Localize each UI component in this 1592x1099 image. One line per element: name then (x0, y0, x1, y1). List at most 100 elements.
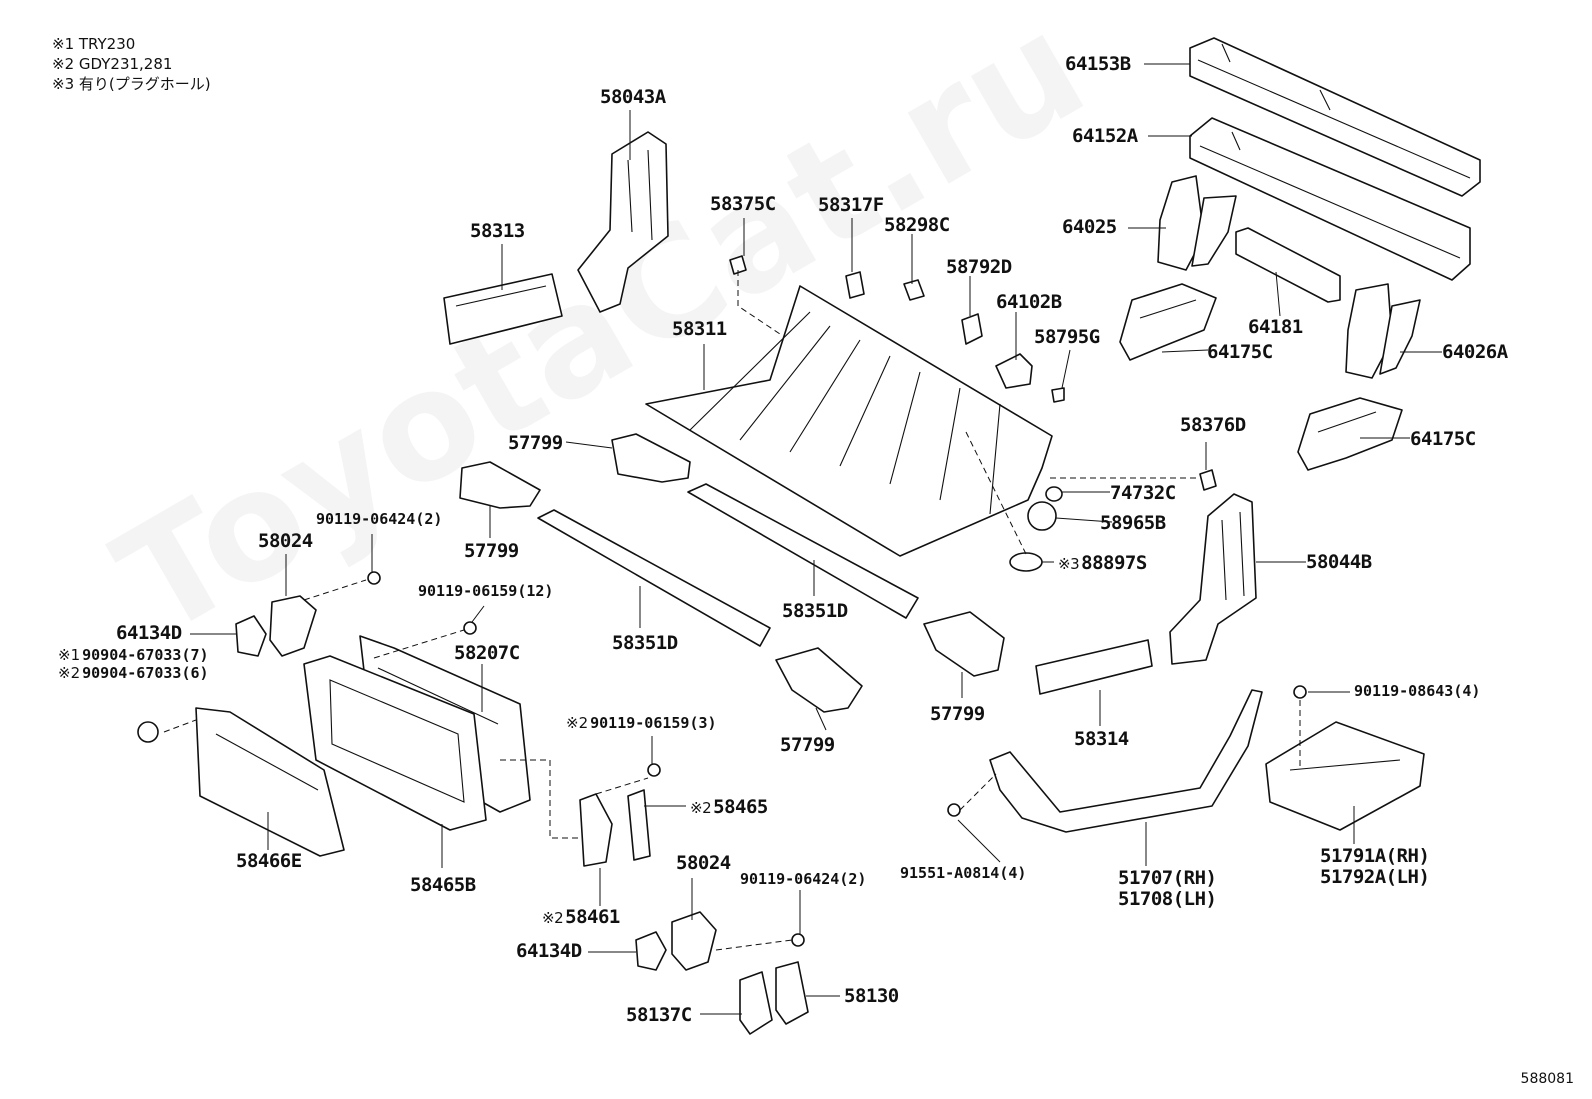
label-58965B: 58965B (1100, 512, 1166, 534)
leader-lines (190, 63, 1442, 1015)
label-64175C-upper: 64175C (1207, 341, 1273, 363)
label-90119-06159-12: 90119-06159(12) (418, 582, 554, 600)
label-58792D: 58792D (946, 256, 1012, 278)
label-58466E: 58466E (236, 850, 302, 872)
applicability-notes: ※1 TRY230 ※2 GDY231,281 ※3 有り(プラグホール) (52, 34, 211, 94)
part-51707-shape (989, 689, 1263, 833)
part-58965B-shape (1027, 501, 1057, 531)
label-74732C: 74732C (1110, 482, 1176, 504)
part-64134D-left-shape (235, 615, 267, 657)
part-58130-shape (775, 961, 809, 1025)
part-64181-shape (1235, 227, 1341, 303)
part-57799-d-shape (923, 611, 1005, 677)
bolt-90119-06159-12 (463, 621, 477, 635)
bolt-91551-A0814 (947, 803, 961, 817)
part-58465B-shape (303, 655, 487, 831)
label-58313: 58313 (470, 220, 525, 242)
label-58314: 58314 (1074, 728, 1129, 750)
label-51708: 51708(LH) (1118, 888, 1217, 910)
part-57799-c-shape (775, 647, 863, 713)
label-57799-c: 57799 (780, 734, 835, 756)
label-64134D-center: 64134D (516, 940, 582, 962)
label-57799-d: 57799 (930, 703, 985, 725)
note-3: ※3 有り(プラグホール) (52, 75, 211, 93)
bolt-90119-06424-left (367, 571, 381, 585)
figure-number: 588081 (1520, 1071, 1574, 1087)
part-64025-shape (1157, 175, 1237, 271)
label-64102B: 64102B (996, 291, 1062, 313)
label-90904-6-text: 90904-67033(6) (82, 664, 209, 682)
label-58044B: 58044B (1306, 551, 1372, 573)
part-58466E-shape (195, 707, 345, 857)
label-58375C: 58375C (710, 193, 776, 215)
label-58376D: 58376D (1180, 414, 1246, 436)
label-58465B: 58465B (410, 874, 476, 896)
part-58044B-shape (1169, 493, 1257, 665)
label-58795G: 58795G (1034, 326, 1100, 348)
label-58311: 58311 (672, 318, 727, 340)
label-64181: 64181 (1248, 316, 1303, 338)
mark-2d: ※2 (542, 909, 564, 927)
label-51707: 51707(RH) (1118, 867, 1217, 889)
part-74732C-shape (1045, 486, 1063, 502)
label-58024-center: 58024 (676, 852, 731, 874)
part-58351D-right-shape (687, 483, 919, 619)
dashed-relations (163, 270, 1301, 951)
label-91551-A0814: 91551-A0814(4) (900, 864, 1027, 882)
label-90119-08643: 90119-08643(4) (1354, 682, 1481, 700)
part-58137C-shape (739, 971, 773, 1035)
part-64026A-shape (1345, 283, 1421, 379)
bolt-90119-06424-right (791, 933, 805, 947)
part-64134D-center-shape (635, 931, 667, 971)
part-58465-shape (627, 789, 651, 861)
part-64175C-upper-shape (1119, 283, 1217, 361)
bolt-90119-06159-3 (647, 763, 661, 777)
label-64026A: 64026A (1442, 341, 1508, 363)
label-58130: 58130 (844, 985, 899, 1007)
note-1: ※1 TRY230 (52, 35, 136, 53)
part-58351D-left-shape (537, 509, 771, 647)
mark-3: ※3 (1058, 555, 1080, 573)
label-90119-06424-left: 90119-06424(2) (316, 510, 443, 528)
label-51707-51708: 51707(RH) 51708(LH) (1118, 867, 1217, 910)
label-88897S-text: 88897S (1081, 552, 1147, 574)
part-58043A-shape (577, 131, 669, 313)
label-58351D-right: 58351D (782, 600, 848, 622)
part-58298C-shape (903, 279, 925, 301)
label-58207C: 58207C (454, 642, 520, 664)
label-90119-06424-right: 90119-06424(2) (740, 870, 867, 888)
mark-2c: ※2 (690, 799, 712, 817)
part-58461-shape (579, 793, 613, 867)
part-64152A-shape (1189, 117, 1471, 281)
part-58024-center-shape (671, 911, 717, 971)
label-58317F: 58317F (818, 194, 884, 216)
part-57799-b-shape (459, 461, 541, 509)
part-57799-a-shape (611, 433, 691, 483)
label-51791A-51792A: 51791A(RH) 51792A(LH) (1320, 846, 1430, 888)
part-58311-shape (645, 285, 1053, 557)
label-64153B: 64153B (1065, 53, 1131, 75)
part-64153B-shape (1189, 37, 1481, 197)
note-2: ※2 GDY231,281 (52, 55, 173, 73)
mark-1: ※1 (58, 646, 81, 664)
part-64102B-shape (995, 353, 1033, 389)
label-64152A: 64152A (1072, 125, 1138, 147)
label-58461-text: 58461 (565, 906, 620, 928)
label-64134D-left: 64134D (116, 622, 182, 644)
label-58043A: 58043A (600, 86, 666, 108)
part-64175C-lower-shape (1297, 397, 1403, 471)
bolt-90119-08643 (1293, 685, 1307, 699)
part-58375C-shape (729, 255, 747, 275)
part-58795G-shape (1051, 387, 1065, 403)
part-58376D-shape (1199, 469, 1217, 491)
mark-2b: ※2 (566, 714, 589, 732)
label-58298C: 58298C (884, 214, 950, 236)
part-88897S-shape (1009, 552, 1043, 572)
part-58024-left-shape (269, 595, 317, 657)
